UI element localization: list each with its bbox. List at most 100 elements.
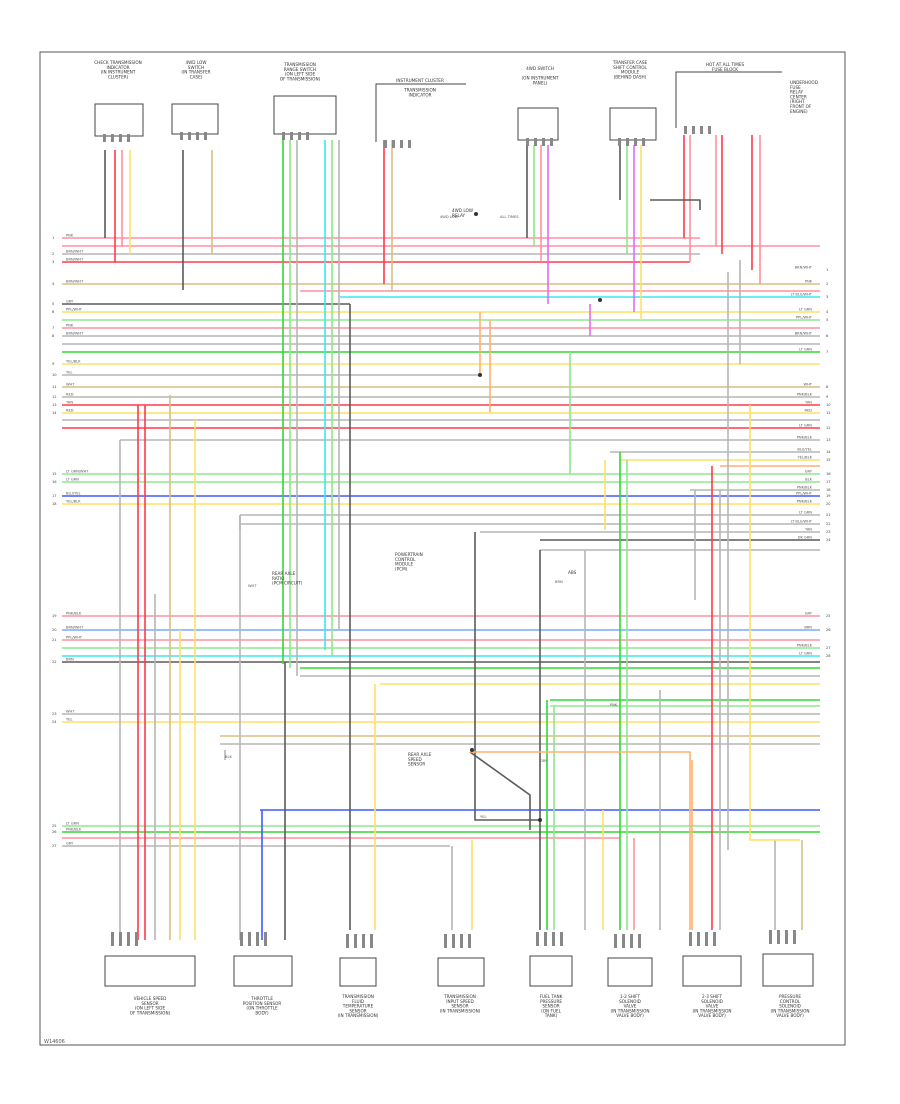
center-label: POWERTRAIN bbox=[395, 552, 423, 557]
connector-pin bbox=[638, 934, 641, 948]
right-wire-label: TAN bbox=[804, 401, 812, 405]
right-pin-number: 27 bbox=[826, 646, 831, 650]
center-label: CONTROL bbox=[395, 557, 416, 562]
left-pin-number: 18 bbox=[52, 502, 57, 506]
right-pin-number: 19 bbox=[826, 494, 831, 498]
connector-pin bbox=[240, 932, 243, 946]
bottom-component-label: POSITION SENSOR bbox=[243, 1001, 282, 1006]
top-component-label: INSTRUMENT CLUSTER bbox=[396, 78, 444, 83]
bottom-component-label: (IN TRANSMISSION) bbox=[338, 1013, 379, 1018]
top-component-label: FUSE BLOCK bbox=[712, 67, 738, 72]
bottom-component-label: (ON FUEL bbox=[541, 1008, 562, 1013]
right-wire-label: LT GRN bbox=[799, 652, 812, 656]
top-component-label: RELAY bbox=[790, 90, 804, 95]
bottom-component-box bbox=[607, 957, 653, 987]
right-wire-label: BLK bbox=[805, 478, 812, 482]
bottom-component-box bbox=[762, 953, 814, 987]
bottom-component-label: SOLENOID bbox=[619, 999, 641, 1004]
jog-wire-13 bbox=[470, 751, 691, 930]
wire-tag: PNK bbox=[610, 703, 618, 707]
top-component-label: CLUSTER) bbox=[108, 74, 129, 79]
left-wire-label: LT GRN bbox=[66, 822, 79, 826]
connector-pin bbox=[622, 934, 625, 948]
right-pin-number: 28 bbox=[826, 654, 831, 658]
connector-pin bbox=[785, 930, 788, 944]
top-component-box bbox=[609, 107, 657, 141]
top-component-label: CASE) bbox=[190, 74, 203, 79]
bottom-component-label: VEHICLE SPEED bbox=[134, 996, 167, 1001]
connector-pin bbox=[634, 138, 637, 146]
left-pin-number: 19 bbox=[52, 614, 57, 618]
bottom-component-label: THROTTLE bbox=[250, 996, 273, 1001]
connector-pin bbox=[705, 932, 708, 946]
wire-tag: GRY bbox=[540, 759, 548, 763]
connector-pin bbox=[119, 134, 122, 142]
connector-pin bbox=[708, 126, 711, 134]
left-wire-label: YEL bbox=[66, 371, 72, 375]
wire-layer bbox=[62, 135, 820, 940]
left-pin-number: 22 bbox=[52, 660, 57, 664]
center-label: SPEED bbox=[408, 757, 422, 762]
connector-pin bbox=[103, 134, 106, 142]
right-wire-label: BRN/WHT bbox=[795, 266, 813, 270]
right-wire-label: GRY bbox=[805, 612, 813, 616]
right-pin-number: 10 bbox=[826, 403, 831, 407]
bottom-component-label: FLUID bbox=[352, 999, 364, 1004]
top-component-label: FRONT OF bbox=[790, 104, 812, 109]
left-wire-label: WHT bbox=[66, 383, 75, 387]
left-pin-number: 23 bbox=[52, 712, 57, 716]
connector-pin bbox=[408, 140, 411, 148]
left-pin-number: 17 bbox=[52, 494, 57, 498]
left-pin-number: 14 bbox=[52, 411, 57, 415]
top-component-label: HOT AT ALL TIMES bbox=[706, 62, 745, 67]
top-component-box bbox=[94, 103, 144, 137]
bottom-component-label: (ON THROTTLE bbox=[246, 1006, 278, 1011]
top-component-label: OF TRANSMISSION) bbox=[280, 76, 321, 81]
center-label: RELAY bbox=[452, 213, 466, 218]
left-wire-label: PPL/WHT bbox=[66, 636, 83, 640]
splice-dot bbox=[470, 748, 474, 752]
right-pin-number: 6 bbox=[826, 334, 829, 338]
connector-pin bbox=[697, 932, 700, 946]
right-wire-label: PPL/WHT bbox=[796, 492, 813, 496]
bottom-component-box bbox=[682, 955, 742, 987]
connector-pin bbox=[370, 934, 373, 948]
left-pin-number: 27 bbox=[52, 844, 57, 848]
left-wire-label: LT GRN/WHT bbox=[66, 470, 89, 474]
connector-pin bbox=[248, 932, 251, 946]
top-component-label: MODULE bbox=[621, 70, 640, 75]
left-wire-label: PNK bbox=[66, 324, 74, 328]
left-wire-label: BRN/WHT bbox=[66, 332, 84, 336]
top-component-label: PANEL) bbox=[533, 80, 548, 85]
jog-wire-12 bbox=[469, 751, 531, 830]
left-wire-label: RED bbox=[66, 409, 74, 413]
left-wire-label: WHT bbox=[66, 710, 75, 714]
left-pin-number: 9 bbox=[52, 362, 55, 366]
bottom-component-label: PRESSURE bbox=[540, 999, 562, 1004]
connector-pin bbox=[354, 934, 357, 948]
component-layer bbox=[94, 71, 814, 987]
bottom-component-label: VALVE bbox=[624, 1004, 637, 1009]
connector-pin bbox=[713, 932, 716, 946]
left-wire-label: GRY bbox=[66, 842, 74, 846]
right-pin-number: 9 bbox=[826, 395, 829, 399]
right-wire-label: LT GRN bbox=[799, 308, 812, 312]
left-pin-number: 7 bbox=[52, 326, 54, 330]
connector-pin bbox=[642, 138, 645, 146]
left-pin-number: 1 bbox=[52, 236, 54, 240]
connector-pin bbox=[550, 138, 553, 146]
left-pin-number: 26 bbox=[52, 830, 57, 834]
center-label: (PCM) bbox=[395, 566, 408, 571]
right-wire-label: BRN bbox=[804, 626, 812, 630]
right-wire-label: PNK/BLK bbox=[797, 500, 813, 504]
top-component-label: (IN INSTRUMENT bbox=[101, 70, 136, 75]
bottom-component-label: SOLENOID bbox=[779, 1004, 801, 1009]
right-wire-label: LT GRN bbox=[799, 348, 812, 352]
left-pin-number: 16 bbox=[52, 480, 57, 484]
center-label: REAR AXLE bbox=[408, 752, 432, 757]
left-wire-label: BLU/YEL bbox=[66, 492, 81, 496]
left-wire-label: LT GRN bbox=[66, 478, 79, 482]
connector-pin bbox=[306, 132, 309, 140]
right-wire-label: RED bbox=[804, 409, 812, 413]
